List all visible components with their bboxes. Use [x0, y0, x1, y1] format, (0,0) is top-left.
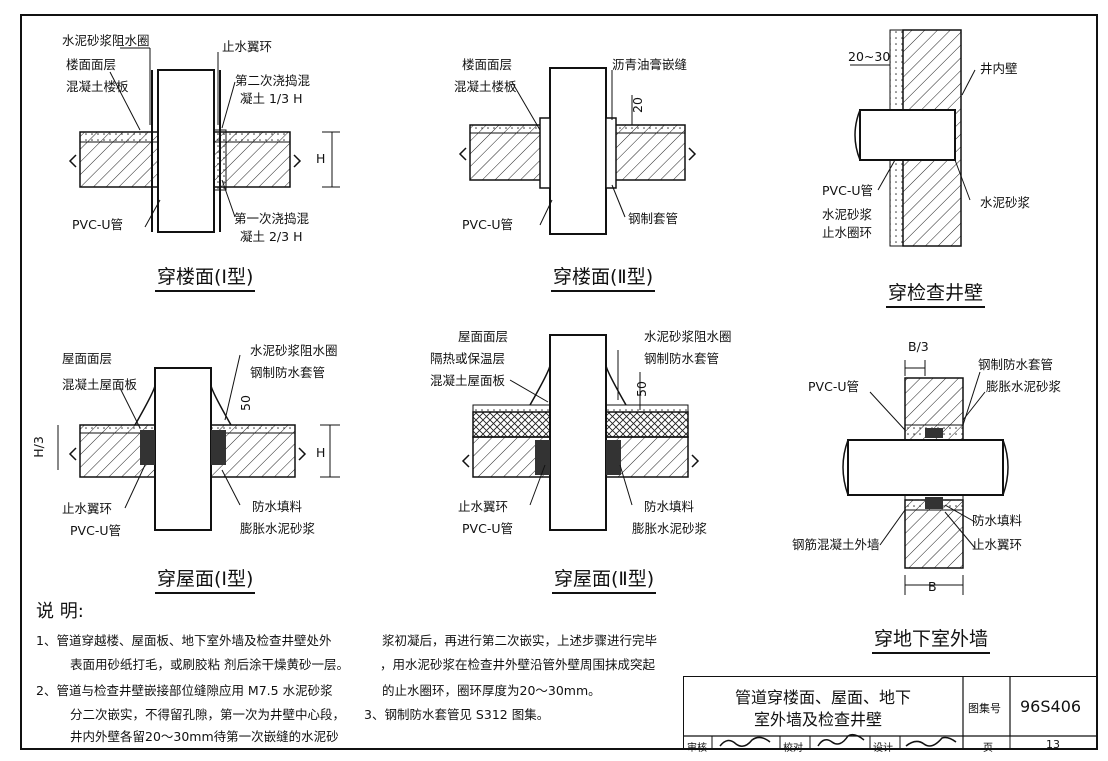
label-pvc-pipe-c: PVC-U管 — [822, 183, 873, 198]
atlas-label: 图集号 — [968, 702, 1001, 715]
caption-floor-type2: 穿楼面(Ⅱ型) — [551, 262, 656, 292]
note-line-9: 3、钢制防水套管见 S312 图集。 — [364, 707, 550, 722]
label-second-pour-1: 第二次浇捣混 — [235, 73, 311, 88]
note-line-7: ，用水泥砂浆在检查井外壁沿管外壁周围抹成突起 — [380, 657, 656, 672]
label-cement-ring-e: 水泥砂浆阻水圈 — [644, 329, 732, 344]
label-floor-finish-b: 楼面面层 — [462, 57, 513, 72]
label-dim-h: H — [316, 151, 326, 166]
review-label: 审核 — [687, 743, 707, 754]
label-filler-d: 防水填料 — [252, 499, 303, 514]
label-dim-h-d: H — [316, 445, 326, 460]
label-stop-ring-c: 止水圈环 — [822, 225, 873, 240]
label-roof-slab-e: 混凝土屋面板 — [430, 373, 506, 388]
label-expansive-mortar-e: 膨胀水泥砂浆 — [632, 521, 708, 536]
label-rc-wall: 钢筋混凝土外墙 — [792, 537, 880, 552]
label-asphalt-joint: 沥青油膏嵌缝 — [612, 57, 688, 72]
label-roof-finish: 屋面面层 — [62, 351, 113, 366]
caption-basement-wall: 穿地下室外墙 — [872, 624, 991, 654]
label-pvc-pipe-b: PVC-U管 — [462, 217, 513, 232]
label-dim-b3: B/3 — [908, 339, 929, 354]
notes-heading: 说 明: — [36, 601, 84, 622]
signature-designer — [905, 736, 957, 747]
label-floor-finish: 楼面面层 — [66, 57, 117, 72]
label-pvc-pipe: PVC-U管 — [72, 217, 123, 232]
note-line-8: 的止水圈环，圈环厚度为20～30mm。 — [382, 683, 601, 698]
label-waterstop-ring: 止水翼环 — [222, 39, 273, 54]
design-label: 设计 — [873, 743, 893, 754]
signature-reviewer — [719, 736, 771, 747]
label-waterstop-f: 止水翼环 — [972, 537, 1023, 552]
diagram-e-drawing — [461, 334, 700, 531]
label-filler-f: 防水填料 — [972, 513, 1023, 528]
label-cement-mortar-ring: 水泥砂浆阻水圈 — [62, 33, 150, 48]
label-first-pour-2: 凝土 2/3 H — [240, 229, 303, 244]
atlas-number: 96S406 — [1020, 697, 1082, 716]
caption-well-wall: 穿检查井壁 — [886, 278, 986, 308]
diagram-d-drawing — [57, 354, 340, 531]
note-line-4: 分二次嵌实，不得留孔隙，第一次为井壁中心段， — [70, 707, 346, 722]
label-steel-sleeve-d: 钢制防水套管 — [250, 365, 326, 380]
page-label: 页 — [983, 743, 993, 754]
label-waterstop-e: 止水翼环 — [458, 499, 509, 514]
caption-roof-type1: 穿屋面(Ⅰ型) — [155, 564, 256, 594]
label-expansive-mortar-f: 膨胀水泥砂浆 — [986, 379, 1062, 394]
label-roof-slab: 混凝土屋面板 — [62, 377, 138, 392]
title-block — [683, 676, 1098, 750]
label-steel-sleeve-e: 钢制防水套管 — [644, 351, 720, 366]
note-line-5: 井内外壁各留20～30mm待第一次嵌缝的水泥砂 — [70, 729, 339, 744]
label-pvc-pipe-f: PVC-U管 — [808, 379, 859, 394]
diagram-c-drawing — [850, 29, 976, 247]
caption-roof-type2: 穿屋面(Ⅱ型) — [552, 564, 657, 594]
label-second-pour-2: 凝土 1/3 H — [240, 91, 303, 106]
label-concrete-slab-b: 混凝土楼板 — [454, 79, 517, 94]
label-cement-ring-d: 水泥砂浆阻水圈 — [250, 343, 338, 358]
page-number: 13 — [1046, 738, 1060, 751]
title-line-2: 室外墙及检查井壁 — [754, 710, 883, 729]
label-pvc-pipe-e: PVC-U管 — [462, 521, 513, 536]
note-line-1: 1、管道穿越楼、屋面板、地下室外墙及检查井壁处外 — [36, 633, 332, 648]
caption-floor-type1: 穿楼面(Ⅰ型) — [155, 262, 256, 292]
label-well-inner-wall: 井内壁 — [980, 61, 1018, 76]
diagram-f-drawing — [842, 360, 1009, 595]
drawing-frame — [20, 14, 1098, 750]
note-line-2: 表面用砂纸打毛，或刷胶粘 剂后涂干燥黄砂一层。 — [70, 657, 349, 672]
diagram-b-drawing — [458, 67, 697, 235]
label-insulation: 隔热或保温层 — [430, 351, 506, 366]
label-expansive-mortar-d: 膨胀水泥砂浆 — [240, 521, 316, 536]
label-steel-sleeve-f: 钢制防水套管 — [978, 357, 1054, 372]
check-label: 校对 — [783, 743, 803, 754]
label-concrete-slab: 混凝土楼板 — [66, 79, 129, 94]
title-line-1: 管道穿楼面、屋面、地下 — [735, 688, 912, 707]
label-cement-mortar-c1: 水泥砂浆 — [822, 207, 873, 222]
label-dim-20-30: 20~30 — [848, 49, 891, 64]
label-filler-e: 防水填料 — [644, 499, 695, 514]
label-roof-finish-e: 屋面面层 — [458, 329, 509, 344]
diagram-a-drawing — [68, 47, 340, 233]
label-pvc-pipe-d: PVC-U管 — [70, 523, 121, 538]
note-line-6: 浆初凝后，再进行第二次嵌实，上述步骤进行完毕 — [382, 633, 658, 648]
signature-checker — [817, 733, 865, 747]
label-cement-mortar-c2: 水泥砂浆 — [980, 195, 1031, 210]
label-steel-sleeve: 钢制套管 — [628, 211, 679, 226]
note-line-3: 2、管道与检查井壁嵌接部位缝隙应用 M7.5 水泥砂浆 — [36, 683, 333, 698]
label-first-pour-1: 第一次浇捣混 — [234, 211, 310, 226]
label-dim-b: B — [928, 579, 937, 594]
label-waterstop-d: 止水翼环 — [62, 501, 113, 516]
